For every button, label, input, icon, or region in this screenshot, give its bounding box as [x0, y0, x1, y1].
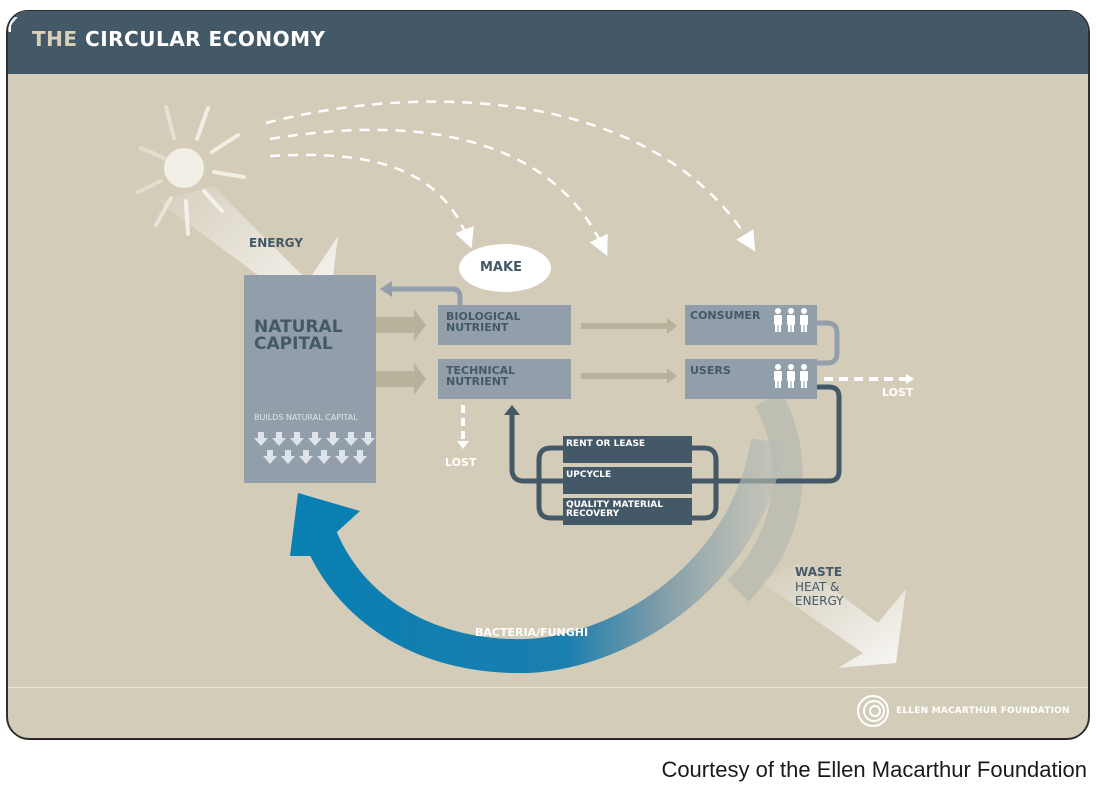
make-label: MAKE — [480, 260, 522, 275]
technical-nutrient-box — [438, 359, 571, 399]
make-bubble — [459, 244, 551, 292]
quality-material-recovery-box — [563, 498, 692, 525]
flow-arrow-consumer — [581, 318, 677, 334]
upcycle-label: UPCYCLE — [566, 470, 612, 480]
users-label: USERS — [690, 364, 731, 377]
circular-economy-card: THE CIRCULAR ECONOMY — [7, 10, 1089, 739]
title-main: CIRCULAR ECONOMY — [85, 27, 326, 51]
natural-capital-label: NATURAL CAPITAL — [254, 317, 343, 354]
dashed-arc-middle — [269, 128, 608, 257]
flow-arrow-users — [581, 368, 677, 384]
dashed-arc-inner — [269, 153, 474, 249]
consumer-box — [685, 305, 817, 345]
waste-arrow — [760, 563, 906, 668]
return-arrowhead — [380, 281, 392, 297]
waste-title-label: WASTE — [795, 565, 843, 579]
footer-divider — [8, 687, 1088, 688]
waste-sub-label: HEAT & ENERGY — [795, 580, 844, 609]
bacteria-funghi-label: BACTERIA/FUNGHI — [475, 626, 589, 639]
consumer-label: CONSUMER — [690, 309, 761, 322]
energy-label: ENERGY — [249, 236, 303, 250]
return-arrow-biological — [392, 286, 463, 305]
technical-loop-lines — [509, 384, 842, 521]
consumer-people-icon — [8, 11, 808, 332]
biological-nutrient-box — [438, 305, 571, 345]
technical-return-arrowhead — [504, 405, 520, 415]
users-box — [685, 359, 817, 399]
page-title: THE CIRCULAR ECONOMY — [32, 27, 326, 51]
quality-material-recovery-label: QUALITY MATERIAL RECOVERY — [566, 500, 664, 519]
biological-nutrient-label: BIOLOGICAL NUTRIENT — [446, 310, 521, 334]
bacteria-arrowhead — [290, 493, 360, 556]
consumer-users-connector — [817, 320, 840, 366]
lost-label-right: LOST — [882, 386, 914, 399]
technical-nutrient-label: TECHNICAL NUTRIENT — [446, 364, 516, 388]
flow-arrow-technical — [376, 363, 426, 395]
foundation-logo-text: ELLEN MACARTHUR FOUNDATION — [896, 706, 1070, 716]
image-caption: Courtesy of the Ellen Macarthur Foundati… — [661, 757, 1087, 782]
loop-arc-gray — [727, 391, 803, 602]
dashed-arc-outer — [265, 100, 756, 252]
upcycle-box — [563, 467, 692, 494]
flow-arrow-biological — [376, 309, 426, 341]
solar-dashed-arcs — [265, 100, 756, 257]
lost-arrowhead-right — [906, 374, 914, 384]
natural-capital-box — [244, 275, 376, 483]
title-prefix: THE — [32, 27, 78, 51]
header-bar: THE CIRCULAR ECONOMY — [8, 11, 1088, 74]
foundation-logo-icon — [857, 695, 889, 727]
bacteria-loop-arrow — [302, 438, 785, 674]
rent-or-lease-box — [563, 436, 692, 463]
diagram-canvas — [8, 11, 914, 727]
lost-label-left: LOST — [445, 456, 477, 469]
builds-natural-capital-label: BUILDS NATURAL CAPITAL — [254, 413, 358, 422]
lost-arrowhead-left — [457, 441, 469, 449]
rent-or-lease-label: RENT OR LEASE — [566, 439, 646, 449]
